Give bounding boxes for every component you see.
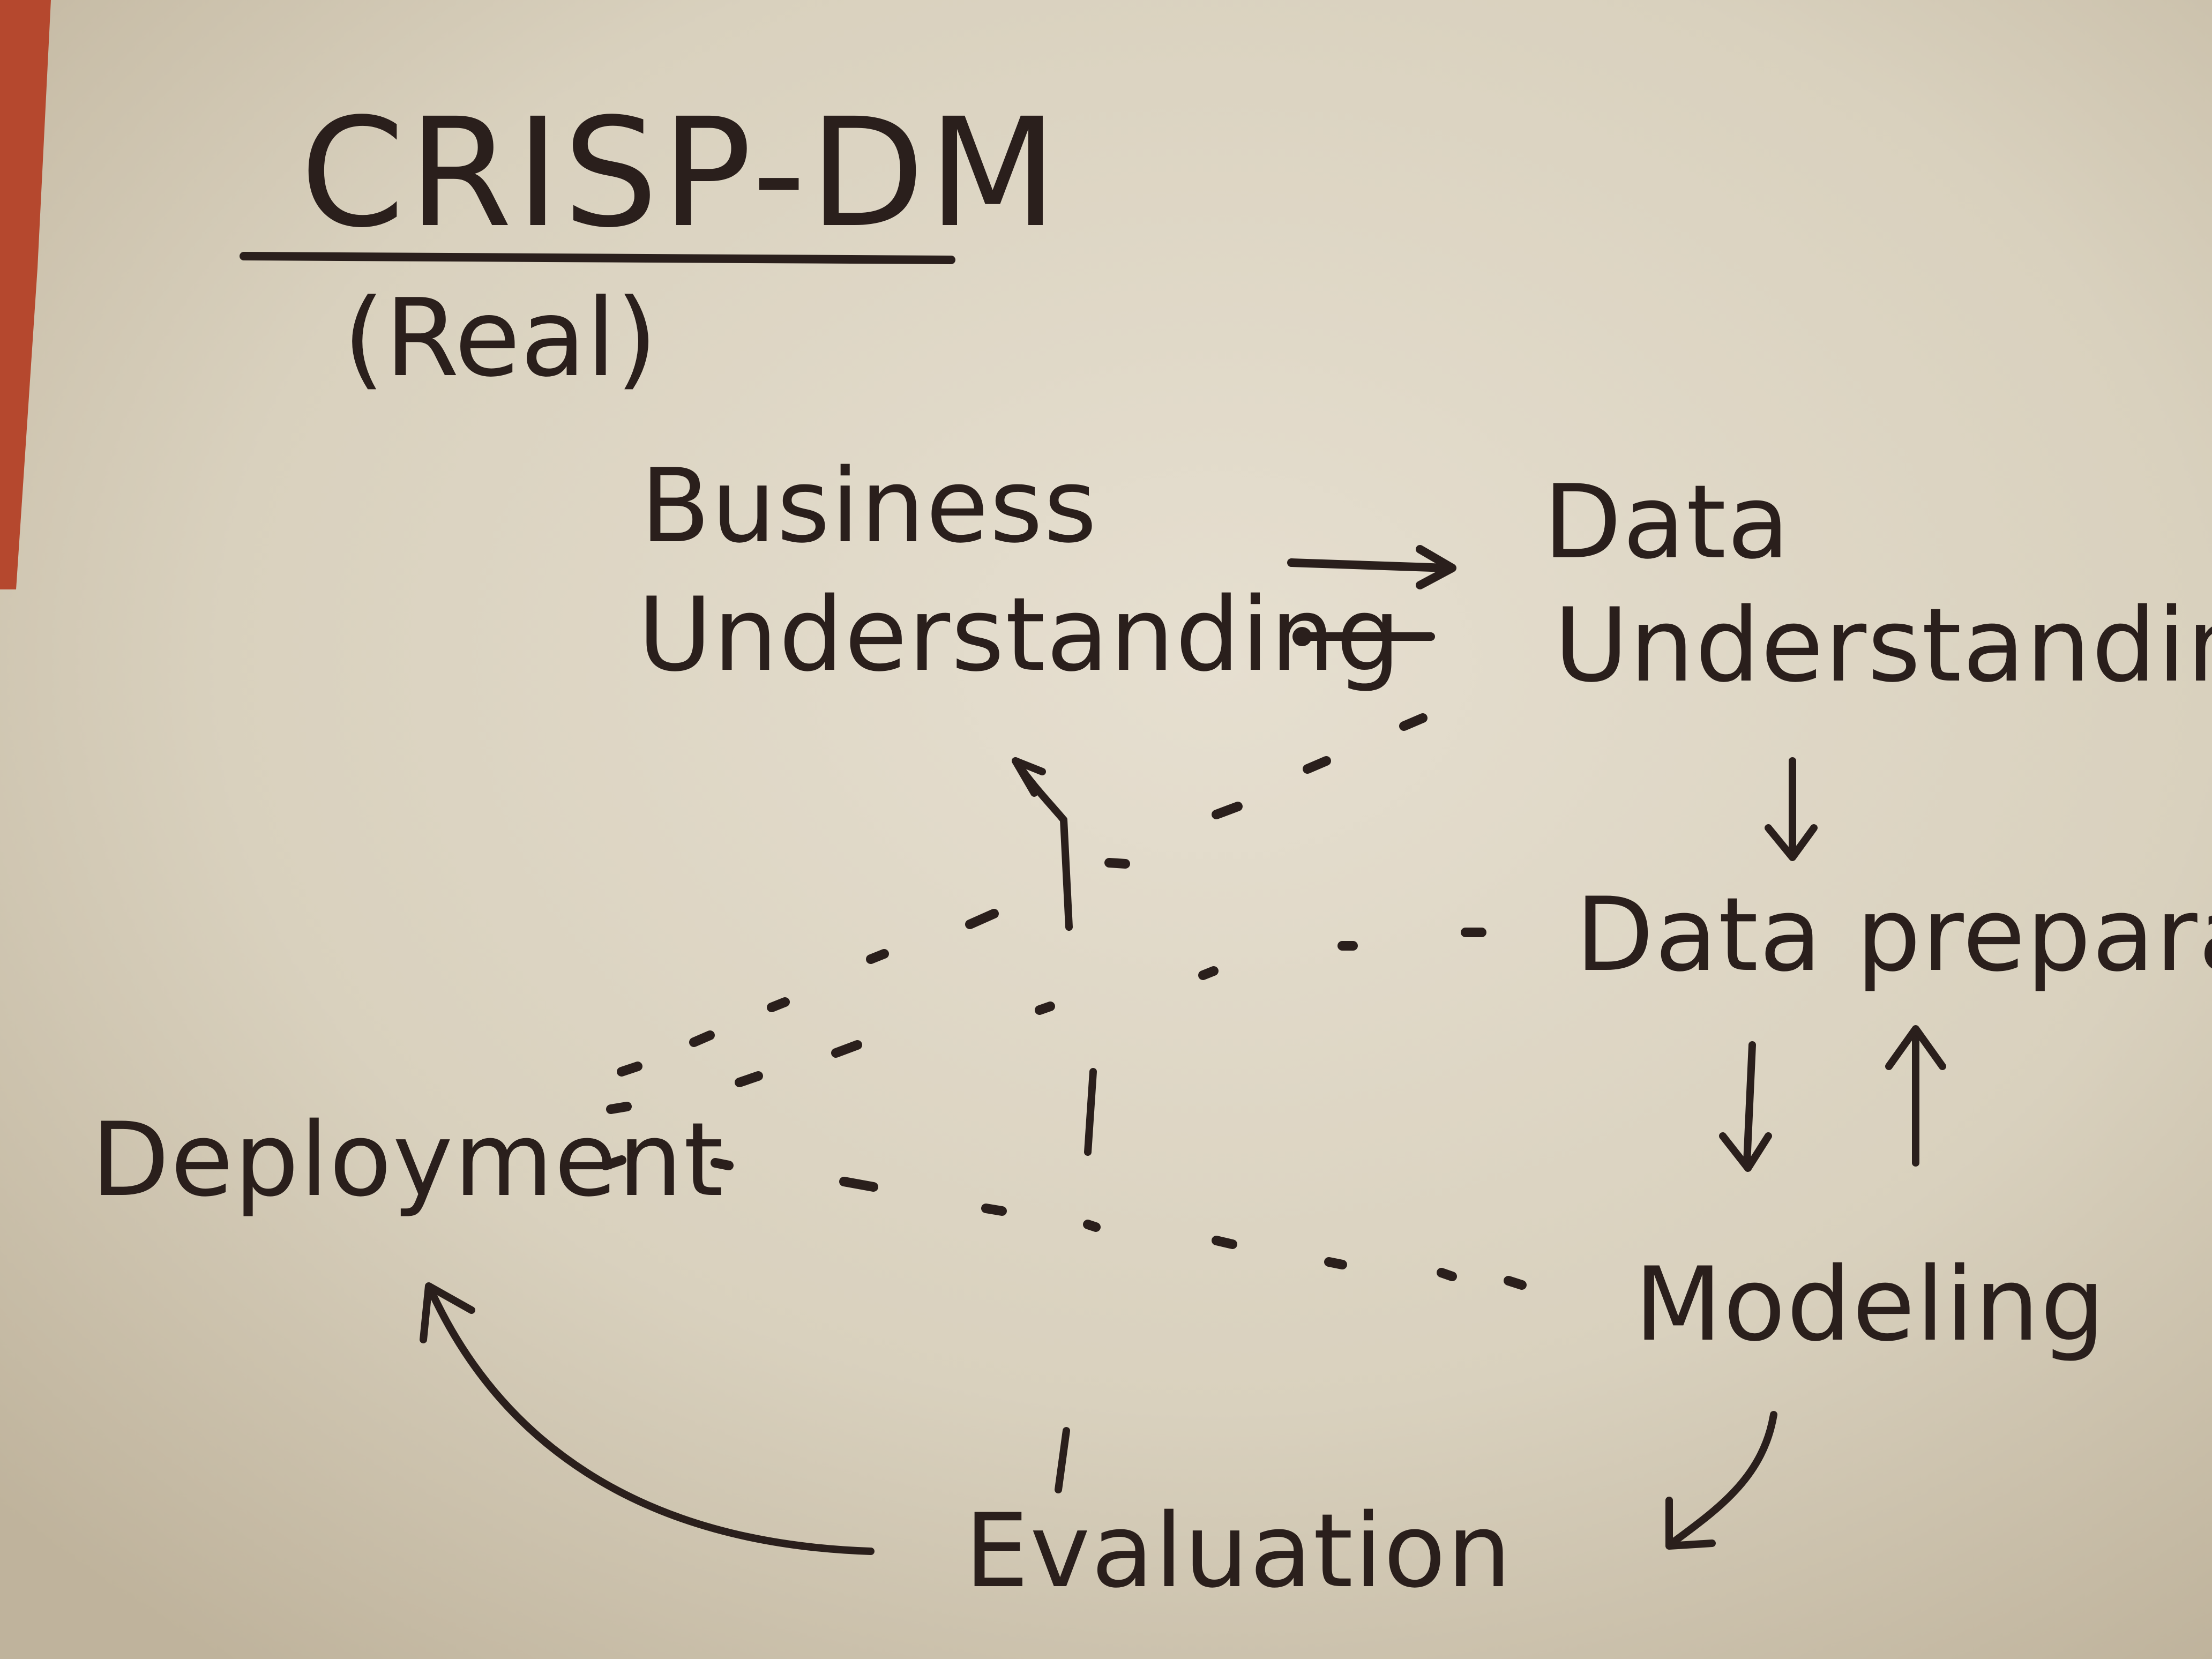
arrow-evaluation-to-business xyxy=(1012,757,1097,1493)
diagram-title: CRISP-DM xyxy=(300,86,1060,261)
dotted-deployment-to-data-understanding xyxy=(617,713,1428,1077)
diagram-subtitle: (Real) xyxy=(343,276,657,401)
node-business-understanding-line2: Understanding xyxy=(638,576,1402,694)
node-data-understanding-line1: Data xyxy=(1543,463,1791,581)
arrow-data-to-business xyxy=(1292,627,1435,646)
arrow-modeling-to-preparation xyxy=(1885,1025,1946,1167)
node-data-understanding-line2: Understanding xyxy=(1554,586,2212,705)
node-modeling: Modeling xyxy=(1634,1245,2106,1364)
dotted-lines xyxy=(601,713,1527,1290)
dotted-deployment-to-modeling xyxy=(601,1155,1527,1290)
table-edge xyxy=(0,0,51,589)
arrow-modeling-to-evaluation xyxy=(1665,1411,1777,1550)
node-deployment: Deployment xyxy=(91,1101,724,1219)
arrow-data-understanding-to-preparation xyxy=(1765,757,1818,861)
node-evaluation: Evaluation xyxy=(965,1492,1513,1610)
dotted-deployment-to-data-preparation xyxy=(606,928,1486,1114)
node-data-preparation: Data preparation xyxy=(1575,876,2212,994)
node-business-understanding-line1: Business xyxy=(640,447,1098,565)
arrow-business-to-data xyxy=(1287,545,1456,589)
arrow-evaluation-to-deployment xyxy=(420,1282,875,1555)
title-underline xyxy=(240,252,955,264)
arrow-preparation-to-modeling xyxy=(1719,1041,1772,1172)
